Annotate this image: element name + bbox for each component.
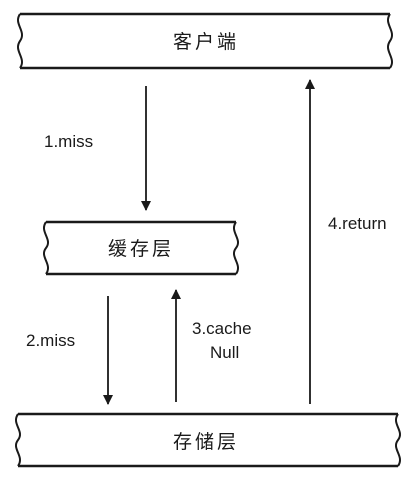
cache-node: 缓存层 (43, 220, 239, 276)
cache-null-label-line1: 3.cache (192, 319, 252, 338)
cache-null-label-line2: Null (210, 343, 239, 362)
cache-label: 缓存层 (108, 238, 174, 260)
storage-node: 存储层 (15, 412, 401, 468)
return-label: 4.return (328, 214, 387, 233)
client-label: 客户端 (173, 31, 239, 53)
miss2-label: 2.miss (26, 331, 75, 350)
storage-label: 存储层 (173, 431, 239, 453)
client-node: 客户端 (17, 12, 393, 70)
miss1-label: 1.miss (44, 132, 93, 151)
